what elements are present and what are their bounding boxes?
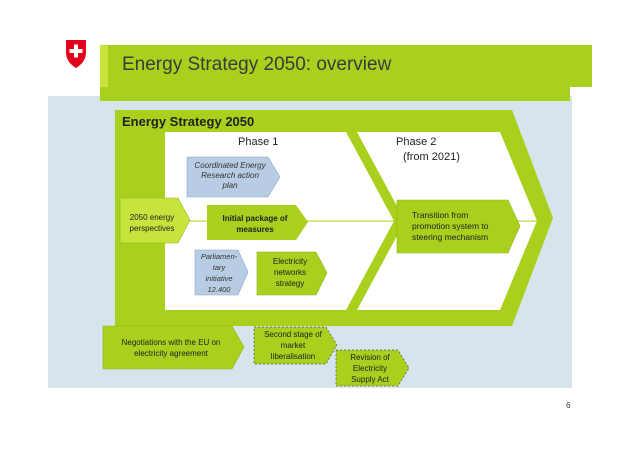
research-line-2: Research action bbox=[201, 171, 259, 180]
parliamentary-line-1: Parliamen- bbox=[201, 252, 238, 261]
transition-line-2: promotion system to bbox=[412, 221, 489, 231]
title-bar: Energy Strategy 2050: overview bbox=[100, 45, 592, 87]
phase2-title: Phase 2 bbox=[396, 136, 436, 148]
phase1-title: Phase 1 bbox=[238, 136, 278, 148]
slide-title: Energy Strategy 2050: overview bbox=[122, 54, 392, 75]
second-stage-line-3: liberalisation bbox=[271, 352, 315, 361]
perspectives-box: 2050 energy perspectives bbox=[119, 197, 191, 244]
research-line-1: Coordinated Energy bbox=[194, 161, 266, 170]
research-line-3: plan bbox=[221, 181, 238, 190]
research-plan-box: Coordinated Energy Research action plan bbox=[186, 156, 281, 198]
revision-line-2: Electricity bbox=[353, 364, 387, 373]
electricity-networks-line-3: strategy bbox=[276, 279, 304, 288]
phase2-subtitle: (from 2021) bbox=[403, 151, 460, 163]
second-stage-line-2: market bbox=[281, 341, 306, 350]
initial-package-line-1: Initial package of bbox=[223, 214, 288, 223]
revision-line-3: Supply Act bbox=[351, 375, 390, 384]
eu-negotiations-line-1: Negotiations with the EU on bbox=[122, 338, 221, 347]
eu-negotiations-line-2: electricity agreement bbox=[134, 349, 209, 358]
initial-package-box: Initial package of measures bbox=[207, 205, 308, 240]
perspectives-line-1: 2050 energy bbox=[130, 213, 174, 222]
title-bar-shadow bbox=[100, 87, 570, 101]
parliamentary-line-2: tary bbox=[213, 263, 227, 272]
page-number: 6 bbox=[566, 401, 571, 410]
parliamentary-line-4: 12.400 bbox=[208, 285, 232, 294]
revision-box: Revision of Electricity Supply Act bbox=[335, 349, 410, 387]
transition-box: Transition from promotion system to stee… bbox=[396, 199, 521, 254]
swiss-cross-icon bbox=[66, 40, 86, 68]
perspectives-line-2: perspectives bbox=[130, 224, 175, 233]
second-stage-line-1: Second stage of bbox=[264, 330, 323, 339]
electricity-networks-line-1: Electricity bbox=[273, 257, 307, 266]
parliamentary-line-3: initiative bbox=[205, 274, 232, 283]
diagram-header: Energy Strategy 2050 bbox=[122, 114, 254, 129]
parliamentary-initiative-box: Parliamen- tary initiative 12.400 bbox=[194, 249, 249, 296]
transition-line-1: Transition from bbox=[412, 210, 468, 220]
electricity-networks-line-2: networks bbox=[274, 268, 306, 277]
revision-line-1: Revision of bbox=[350, 353, 390, 362]
initial-package-line-2: measures bbox=[236, 225, 274, 234]
transition-line-3: steering mechanism bbox=[412, 232, 488, 242]
eu-negotiations-box: Negotiations with the EU on electricity … bbox=[102, 325, 245, 370]
electricity-networks-box: Electricity networks strategy bbox=[256, 251, 328, 296]
second-stage-box: Second stage of market liberalisation bbox=[253, 326, 338, 365]
